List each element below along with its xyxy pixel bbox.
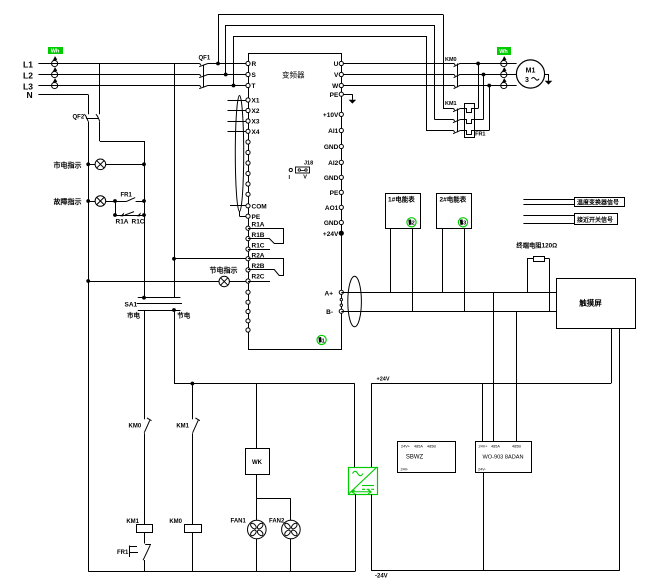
- svg-text:L1: L1: [23, 59, 33, 69]
- svg-text:触摸屏: 触摸屏: [579, 298, 602, 308]
- svg-text:COM: COM: [252, 203, 267, 210]
- svg-text:GND: GND: [324, 144, 339, 151]
- svg-text:2#电能表: 2#电能表: [440, 195, 467, 204]
- svg-text:S: S: [252, 72, 257, 79]
- svg-text:R1C: R1C: [252, 242, 265, 249]
- svg-text:1: 1: [322, 338, 325, 344]
- svg-text:+10V: +10V: [323, 112, 339, 119]
- svg-text:PE: PE: [330, 92, 339, 99]
- svg-text:+24V: +24V: [323, 231, 339, 238]
- svg-text:R1A: R1A: [252, 222, 265, 229]
- svg-text:+24V: +24V: [377, 377, 390, 383]
- svg-text:市电指示: 市电指示: [54, 160, 82, 169]
- svg-text:FR1: FR1: [117, 550, 129, 556]
- svg-text:KM0: KM0: [129, 424, 142, 430]
- svg-text:J18: J18: [304, 161, 313, 167]
- svg-text:X1: X1: [252, 98, 260, 105]
- svg-text:AI1: AI1: [328, 128, 339, 135]
- svg-text:PE: PE: [252, 214, 261, 221]
- svg-text:B-: B-: [326, 309, 333, 316]
- svg-text:2: 2: [412, 221, 415, 227]
- svg-text:L3: L3: [23, 81, 33, 91]
- svg-text:PE: PE: [330, 190, 339, 197]
- svg-text:-24V: -24V: [375, 574, 388, 580]
- svg-text:R1C: R1C: [132, 218, 145, 225]
- svg-text:N: N: [27, 90, 33, 100]
- svg-text:KM1: KM1: [176, 424, 189, 430]
- svg-text:WO-903 8ADAN: WO-903 8ADAN: [482, 455, 523, 461]
- svg-text:24V-: 24V-: [478, 468, 487, 472]
- svg-text:M1: M1: [526, 68, 536, 75]
- svg-text:R2B: R2B: [252, 263, 265, 270]
- svg-text:KM0: KM0: [169, 519, 182, 525]
- svg-text:FAN1: FAN1: [231, 518, 247, 524]
- svg-text:R: R: [252, 61, 257, 68]
- svg-text:R2A: R2A: [252, 253, 265, 260]
- svg-text:Wh: Wh: [51, 49, 60, 55]
- svg-text:AI2: AI2: [328, 160, 339, 167]
- svg-text:I: I: [289, 175, 291, 181]
- svg-text:SA1: SA1: [125, 301, 138, 308]
- svg-text:KM1: KM1: [445, 101, 457, 107]
- svg-text:SBWZ: SBWZ: [406, 455, 424, 461]
- svg-text:KM0: KM0: [445, 57, 457, 63]
- svg-text:1#电能表: 1#电能表: [388, 195, 415, 204]
- svg-text:故障指示: 故障指示: [54, 197, 82, 206]
- svg-text:W: W: [332, 83, 339, 90]
- svg-text:24V+: 24V+: [479, 445, 489, 449]
- svg-text:485A: 485A: [414, 445, 423, 449]
- svg-text:R1B: R1B: [252, 232, 265, 239]
- svg-text:A+: A+: [325, 290, 334, 297]
- svg-text:T: T: [252, 83, 256, 90]
- svg-text:X4: X4: [252, 129, 260, 136]
- svg-text:485A: 485A: [491, 445, 500, 449]
- svg-text:终端电阻120Ω: 终端电阻120Ω: [516, 241, 557, 250]
- svg-text:R1A: R1A: [116, 218, 129, 225]
- svg-text:WK: WK: [252, 460, 263, 466]
- svg-text:接近开关信号: 接近开关信号: [576, 216, 613, 224]
- svg-text:3: 3: [463, 221, 466, 227]
- svg-text:变频器: 变频器: [282, 70, 305, 80]
- svg-text:V: V: [303, 174, 307, 180]
- svg-text:V: V: [334, 72, 339, 79]
- svg-text:485B: 485B: [512, 445, 521, 449]
- svg-text:FAN2: FAN2: [269, 518, 285, 524]
- svg-text:24V-: 24V-: [401, 468, 410, 472]
- svg-text:3: 3: [525, 77, 529, 84]
- svg-text:24V+: 24V+: [401, 445, 411, 449]
- svg-text:AO1: AO1: [325, 205, 339, 212]
- svg-text:485B: 485B: [427, 445, 436, 449]
- svg-text:X3: X3: [252, 119, 260, 126]
- svg-text:R2C: R2C: [252, 273, 265, 280]
- svg-text:节电指示: 节电指示: [210, 266, 238, 275]
- svg-text:市电: 市电: [127, 311, 141, 320]
- svg-text:FR1: FR1: [121, 193, 133, 199]
- svg-text:GND: GND: [324, 220, 339, 227]
- svg-text:FR1: FR1: [475, 132, 485, 138]
- svg-text:L2: L2: [23, 70, 33, 80]
- svg-text:QF1: QF1: [199, 56, 211, 62]
- svg-text:X2: X2: [252, 108, 260, 115]
- svg-text:KM1: KM1: [126, 519, 139, 525]
- svg-text:GND: GND: [324, 175, 339, 182]
- svg-text:节电: 节电: [177, 311, 191, 320]
- svg-text:U: U: [334, 61, 339, 68]
- svg-text:温度变换器信号: 温度变换器信号: [577, 199, 619, 207]
- svg-text:QF2: QF2: [73, 115, 85, 121]
- svg-text:Wh: Wh: [499, 49, 508, 55]
